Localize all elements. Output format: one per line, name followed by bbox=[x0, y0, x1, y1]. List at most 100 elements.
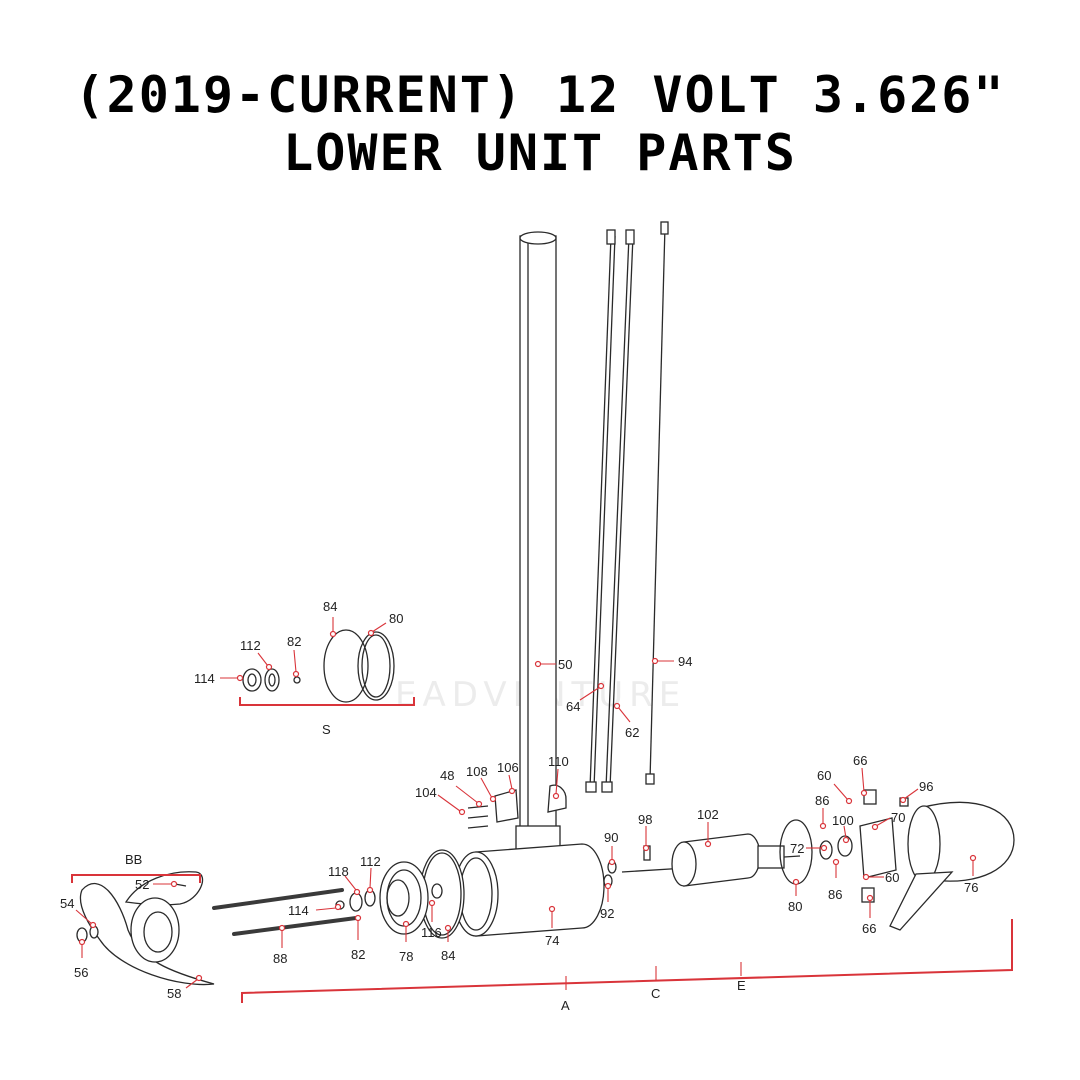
svg-text:118: 118 bbox=[328, 864, 349, 879]
callout-90: 90 bbox=[604, 830, 618, 866]
svg-text:102: 102 bbox=[697, 807, 719, 822]
svg-text:86: 86 bbox=[828, 887, 842, 902]
callout-116: 116 bbox=[421, 899, 442, 940]
svg-text:58: 58 bbox=[167, 986, 181, 1001]
svg-text:76: 76 bbox=[964, 880, 978, 895]
svg-text:74: 74 bbox=[545, 933, 559, 948]
svg-text:66: 66 bbox=[862, 921, 876, 936]
group-s-bracket bbox=[239, 697, 415, 706]
callout-50: 50 bbox=[534, 657, 572, 672]
callout-110: 110 bbox=[548, 754, 569, 800]
callout-84-bot: 84 bbox=[441, 924, 455, 963]
callout-70: 70 bbox=[871, 810, 905, 831]
svg-text:64: 64 bbox=[566, 699, 580, 714]
svg-text:98: 98 bbox=[638, 812, 652, 827]
group-label-e: E bbox=[737, 978, 746, 993]
svg-text:52: 52 bbox=[135, 877, 149, 892]
svg-text:54: 54 bbox=[60, 896, 74, 911]
callout-82-top: 82 bbox=[287, 634, 301, 678]
svg-text:48: 48 bbox=[440, 768, 454, 783]
svg-text:56: 56 bbox=[74, 965, 88, 980]
svg-text:84: 84 bbox=[441, 948, 455, 963]
svg-text:80: 80 bbox=[788, 899, 802, 914]
callout-80-mid: 80 bbox=[788, 878, 802, 914]
svg-text:78: 78 bbox=[399, 949, 413, 964]
svg-text:96: 96 bbox=[919, 779, 933, 794]
svg-text:88: 88 bbox=[273, 951, 287, 966]
callout-76: 76 bbox=[964, 854, 978, 895]
part-rods bbox=[585, 221, 669, 793]
callout-82-bot: 82 bbox=[351, 914, 365, 962]
page-title-line-1: (2019-CURRENT) 12 VOLT 3.626" bbox=[74, 66, 1006, 124]
part-motor-housing bbox=[419, 843, 605, 939]
part-washers bbox=[603, 845, 651, 888]
callout-58: 58 bbox=[167, 974, 203, 1001]
part-propeller bbox=[76, 871, 215, 986]
callout-86-bot: 86 bbox=[828, 858, 842, 902]
svg-text:108: 108 bbox=[466, 764, 488, 779]
callout-114-mid: 114 bbox=[288, 903, 342, 918]
callout-112-top: 112 bbox=[240, 638, 273, 671]
svg-text:82: 82 bbox=[351, 947, 365, 962]
callout-102: 102 bbox=[697, 807, 719, 848]
callout-64: 64 bbox=[566, 682, 605, 714]
page-title-line-2: LOWER UNIT PARTS bbox=[283, 124, 797, 182]
part-bolt-upper bbox=[212, 888, 344, 910]
callout-74: 74 bbox=[545, 905, 559, 948]
svg-text:66: 66 bbox=[853, 753, 867, 768]
group-label-bb: BB bbox=[125, 852, 142, 867]
svg-text:114: 114 bbox=[194, 671, 215, 686]
svg-text:100: 100 bbox=[832, 813, 854, 828]
svg-text:94: 94 bbox=[678, 654, 692, 669]
callout-118: 118 bbox=[328, 864, 361, 896]
svg-text:90: 90 bbox=[604, 830, 618, 845]
part-armature bbox=[621, 833, 801, 887]
callout-80-top: 80 bbox=[367, 611, 403, 637]
svg-text:92: 92 bbox=[600, 906, 614, 921]
callout-62: 62 bbox=[613, 702, 639, 740]
svg-text:86: 86 bbox=[815, 793, 829, 808]
svg-text:60: 60 bbox=[885, 870, 899, 885]
part-shaft bbox=[515, 231, 561, 853]
callout-114-top: 114 bbox=[194, 671, 244, 686]
callout-60-bot: 60 bbox=[862, 870, 899, 885]
callout-94: 94 bbox=[651, 654, 692, 669]
callout-104: 104 bbox=[415, 785, 466, 816]
svg-text:110: 110 bbox=[548, 754, 569, 769]
group-ace-bracket bbox=[241, 919, 1013, 1003]
callout-98: 98 bbox=[638, 812, 652, 852]
callout-100: 100 bbox=[832, 813, 854, 844]
group-label-a: A bbox=[561, 998, 570, 1013]
svg-text:104: 104 bbox=[415, 785, 437, 800]
svg-text:70: 70 bbox=[891, 810, 905, 825]
svg-text:80: 80 bbox=[389, 611, 403, 626]
svg-text:82: 82 bbox=[287, 634, 301, 649]
svg-text:60: 60 bbox=[817, 768, 831, 783]
svg-text:112: 112 bbox=[240, 638, 261, 653]
callout-72: 72 bbox=[790, 841, 828, 856]
callout-112-mid: 112 bbox=[360, 854, 381, 894]
svg-text:84: 84 bbox=[323, 599, 337, 614]
callout-96: 96 bbox=[899, 779, 933, 804]
callout-88: 88 bbox=[273, 924, 287, 966]
group-bb-bracket bbox=[71, 874, 201, 883]
svg-text:50: 50 bbox=[558, 657, 572, 672]
callout-56: 56 bbox=[74, 938, 88, 980]
callout-108: 108 bbox=[466, 764, 497, 803]
group-label-c: C bbox=[651, 986, 660, 1001]
callout-92: 92 bbox=[600, 882, 614, 921]
callout-106: 106 bbox=[497, 760, 519, 795]
svg-text:62: 62 bbox=[625, 725, 639, 740]
callout-78: 78 bbox=[399, 920, 413, 964]
callout-66-bot: 66 bbox=[862, 894, 876, 936]
svg-text:114: 114 bbox=[288, 903, 309, 918]
svg-text:106: 106 bbox=[497, 760, 519, 775]
group-label-s: S bbox=[322, 722, 331, 737]
part-bolt-lower bbox=[232, 916, 358, 936]
callout-66-top: 66 bbox=[853, 753, 867, 797]
callout-60-top: 60 bbox=[817, 768, 853, 805]
part-seal-kit bbox=[242, 629, 395, 703]
callout-48: 48 bbox=[440, 768, 483, 808]
